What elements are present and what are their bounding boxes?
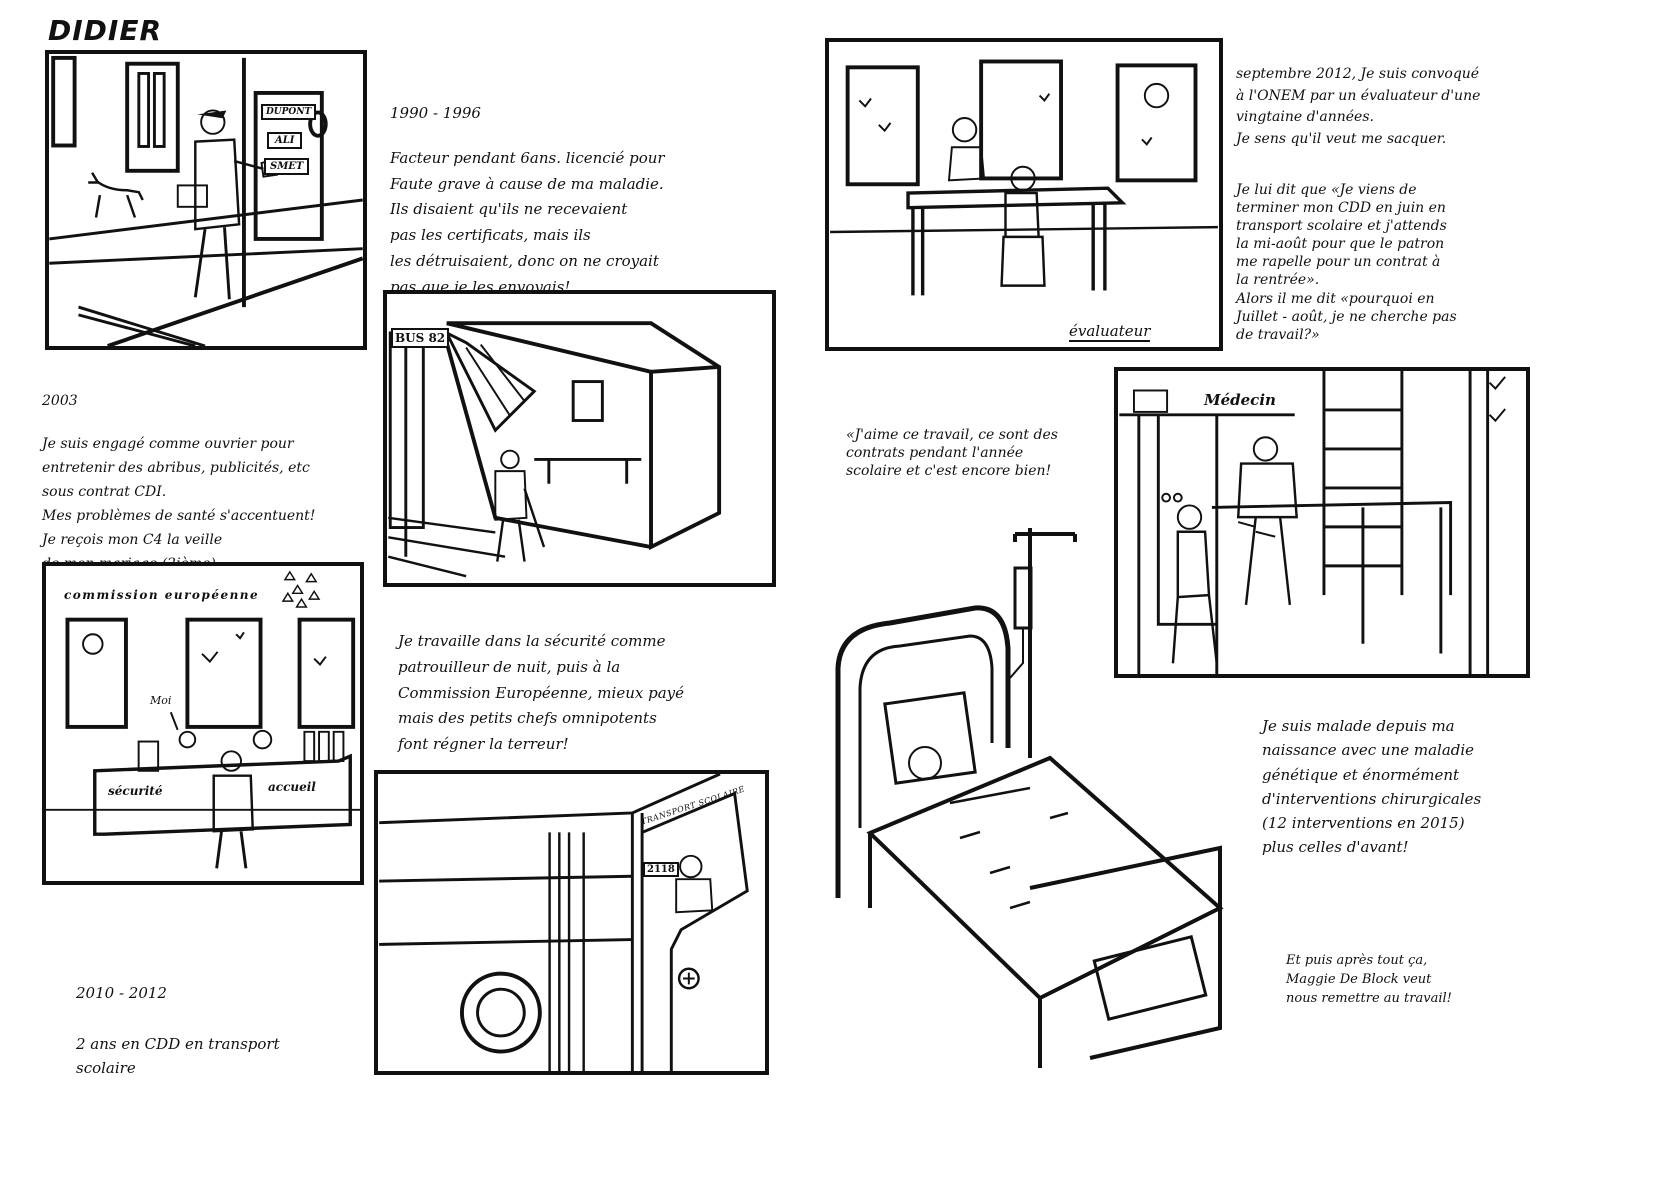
commission-drawing (46, 570, 360, 869)
year-2003: 2003 (42, 392, 78, 409)
medecin-drawing (1119, 371, 1506, 674)
text-postman: Facteur pendant 6ans. licencié pour Faut… (390, 148, 665, 296)
text-block-2010: 2010 - 2012 2 ans en CDD en transport sc… (76, 962, 280, 1101)
panel-postman: DUPONT ALI SMET (45, 50, 367, 350)
commission-header: commission européenne (64, 588, 260, 602)
mailbox-sign-dupont: DUPONT (261, 104, 317, 120)
text-onem-dialogue: Je lui dit que «Je viens de terminer mon… (1236, 181, 1457, 344)
text-maggie-de-block: Et puis après tout ça, Maggie De Block v… (1286, 953, 1452, 1006)
panel-commission: commission européenne Moi sécurité accue… (42, 562, 364, 885)
text-maladie: Je suis malade depuis ma naissance avec … (1262, 717, 1482, 857)
text-quote-travail: «J'aime ce travail, ce sont des contrats… (846, 427, 1058, 480)
panel-school-bus: TRANSPORT SCOLAIRE 2118 (374, 770, 769, 1075)
text-block-1990: 1990 - 1996 Facteur pendant 6ans. licenc… (390, 82, 665, 322)
bus-stop-sign: BUS 82 (391, 328, 450, 348)
text-cdd: 2 ans en CDD en transport scolaire (76, 1034, 280, 1077)
desk-label-accueil: accueil (268, 780, 316, 794)
panel-bus-shelter: BUS 82 (383, 290, 776, 587)
page-title: DIDIER (48, 14, 163, 47)
years-2010-2012: 2010 - 2012 (76, 984, 167, 1003)
evaluateur-drawing (830, 59, 1218, 296)
caption-evaluateur: évaluateur (1069, 322, 1151, 342)
text-onem-intro: septembre 2012, Je suis convoqué à l'ONE… (1236, 65, 1481, 147)
text-block-onem: septembre 2012, Je suis convoqué à l'ONE… (1236, 44, 1480, 364)
mailbox-sign-smet: SMET (264, 158, 310, 175)
text-abribus: Je suis engagé comme ouvrier pour entret… (42, 435, 316, 572)
panel-medecin: Médecin (1114, 367, 1530, 678)
desk-label-securite: sécurité (108, 784, 163, 798)
moi-label: Moi (150, 694, 172, 707)
medecin-sign: Médecin (1204, 391, 1276, 409)
school-bus-drawing (379, 774, 749, 1071)
years-1990-1996: 1990 - 1996 (390, 104, 481, 123)
bus-shelter-drawing (387, 321, 722, 578)
hospital-bed-drawing (835, 528, 1224, 1068)
bus-number: 2118 (643, 862, 679, 877)
panel-evaluateur: évaluateur (825, 38, 1223, 351)
mailbox-sign-ali: ALI (267, 132, 303, 149)
text-securite: Je travaille dans la sécurité comme patr… (398, 632, 684, 754)
postman-drawing (49, 55, 363, 346)
text-block-2003: 2003 Je suis engagé comme ouvrier pour e… (42, 372, 315, 596)
